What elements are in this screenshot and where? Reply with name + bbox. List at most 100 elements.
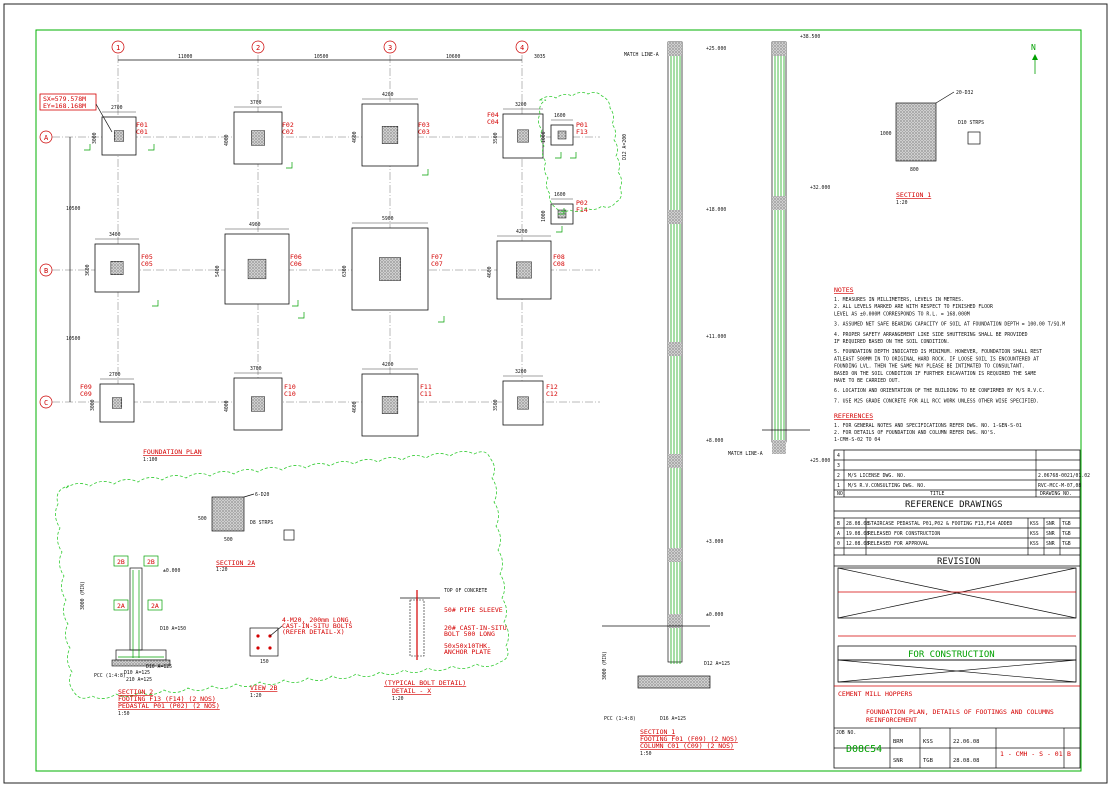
svg-text:MATCH LINE-A: MATCH LINE-A [624,52,659,58]
svg-text:1: 1 [837,483,840,489]
footing-height-dim: 5400 [215,265,221,277]
sx-readout: SX=579.578M [43,95,86,103]
svg-text:4: 4 [837,453,840,459]
note-line: 6. LOCATION AND ORIENTATION OF THE BUILD… [834,388,1045,394]
note-line: 7. USE M25 GRADE CONCRETE FOR ALL RCC WO… [834,398,1039,404]
svg-text:M/S R.V.CONSULTING DWG. NO.: M/S R.V.CONSULTING DWG. NO. [848,483,926,489]
svg-text:ANCHOR PLATE: ANCHOR PLATE [444,648,491,656]
svg-text:+25.000: +25.000 [810,458,830,464]
column-label: C06 [290,260,302,268]
footing-width-dim: 4200 [382,92,394,98]
column-label: C07 [431,260,443,268]
column-hatch [113,130,125,142]
revision-letter: B [1067,750,1071,758]
grid-label-3: 3 [388,44,392,52]
column-label: C12 [546,390,558,398]
reference-drawings-heading: REFERENCE DRAWINGS [905,500,1003,510]
column-label: C09 [80,390,92,398]
grid-bubble-3 [383,40,397,54]
svg-text:FOOTING F01 (F09) (2 NOS): FOOTING F01 (F09) (2 NOS) [640,735,738,743]
footings-layer: F01C0127003000F02C0237004000F03C03420046… [80,92,588,437]
project-name: CEMENT MILL HOPPERS [838,690,912,698]
column-hatch [517,129,529,143]
north-arrow-icon: N [1031,43,1038,74]
grid-span-dim: 10500 [314,54,329,60]
svg-text:KSS: KSS [923,739,933,745]
section-marker-icon [556,226,563,233]
notes-block: NOTES 1. MEASURES IN MILLIMETERS, LEVELS… [834,286,1065,443]
svg-text:TGB: TGB [1062,541,1071,547]
svg-text:1:50: 1:50 [640,751,652,757]
column-label: F13 [576,128,588,136]
svg-text:+38.500: +38.500 [800,34,820,40]
column-hatch [517,396,529,410]
section-marker-icon [570,152,577,159]
svg-text:28.08.08: 28.08.08 [846,521,869,527]
svg-text:RVC-MCC-M-07,08: RVC-MCC-M-07,08 [1038,483,1081,489]
svg-text:N: N [1031,43,1036,52]
footing-width-dim: 3700 [250,100,262,106]
column-hatch [381,126,399,144]
svg-text:D10 A=125: D10 A=125 [146,664,172,670]
svg-text:19.08.08: 19.08.08 [846,531,869,537]
svg-text:50x50x10THK.: 50x50x10THK. [444,642,491,650]
svg-text:CAST-IN-SITU BOLTS: CAST-IN-SITU BOLTS [282,622,353,630]
section-marker-icon [422,169,429,176]
svg-text:3000 (MIN): 3000 (MIN) [80,581,86,610]
svg-text:150: 150 [260,659,269,665]
footing-width-dim: 1600 [554,192,566,198]
svg-text:STAIRCASE PEDASTAL P01,P02 & F: STAIRCASE PEDASTAL P01,P02 & FOOTING F13… [868,521,1013,527]
svg-text:0: 0 [837,541,840,547]
svg-text:COLUMN C01 (C09) (2 NOS): COLUMN C01 (C09) (2 NOS) [640,742,734,750]
drawing-title-2: REINFORCEMENT [866,716,917,724]
footing-label: F06 [290,253,302,261]
note-line: FOUNDING LVL. THEN THE SAME MAY PLEASE B… [834,364,1025,370]
svg-text:KSS: KSS [1030,521,1039,527]
footing-height-dim: 3500 [493,132,499,144]
job-number: D08C54 [846,744,882,755]
svg-text:TGB: TGB [1062,521,1071,527]
svg-text:1:20: 1:20 [250,693,262,699]
svg-text:2A: 2A [117,602,125,610]
svg-text:KSS: KSS [1030,541,1039,547]
grid-bubble-4 [515,40,529,54]
svg-text:SECTION 1: SECTION 1 [896,191,931,199]
footing-label: F04 [487,111,499,119]
footing-label: F09 [80,383,92,391]
svg-text:500: 500 [224,537,233,543]
footing-width-dim: 2700 [111,105,123,111]
column-label: C01 [136,128,148,136]
column-hatch [381,396,399,414]
plan-title: FOUNDATION PLAN [143,448,202,456]
svg-text:20# CAST-IN-SITU: 20# CAST-IN-SITU [444,624,507,632]
grid-label-B: B [44,267,48,275]
row-span-dim: 10500 [66,206,81,212]
svg-text:RELEASED FOR CONSTRUCTION: RELEASED FOR CONSTRUCTION [868,531,940,537]
svg-text:3: 3 [837,463,840,469]
footing-height-dim: 3000 [90,399,96,411]
svg-text:2B: 2B [147,558,155,566]
section-2: 2B 2B 2A 2A ±0.000 D10 A=150 D10 A=125 D… [80,555,220,717]
footing-height-dim: 6300 [342,265,348,277]
section-marker-icon [286,162,293,169]
note-line: LEVEL AS ±0.000M CORRESPONDS TO R.L. = 1… [834,311,970,317]
svg-text:B: B [837,521,840,527]
svg-text:FOOTING F13 (F14) (2 NOS): FOOTING F13 (F14) (2 NOS) [118,695,216,703]
svg-text:20-D32: 20-D32 [956,90,973,96]
section-marker-icon [438,316,445,323]
column-hatch [247,258,267,280]
footing-label: F02 [282,121,294,129]
grid-bubble-2 [251,40,265,54]
svg-text:DRAWING NO.: DRAWING NO. [1040,491,1072,497]
column-hatch [110,261,124,275]
svg-text:+11.000: +11.000 [706,334,726,340]
for-construction-stamp: FOR CONSTRUCTION [908,650,995,660]
svg-text:2A: 2A [151,602,159,610]
svg-text:D10 A=125: D10 A=125 [124,670,150,676]
